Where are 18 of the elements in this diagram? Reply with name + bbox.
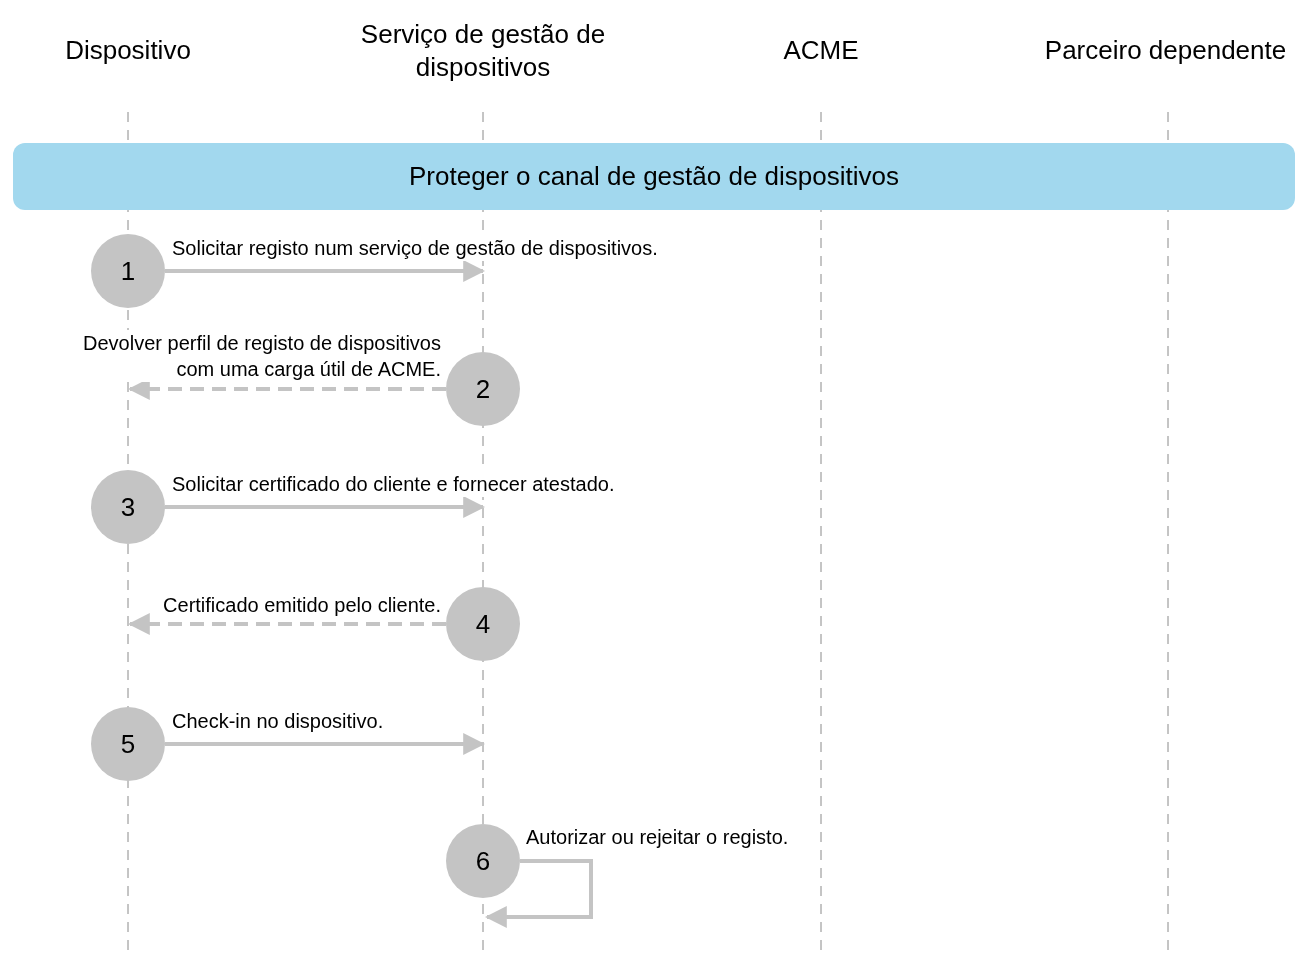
step-circle: 6 bbox=[446, 824, 520, 898]
lane-title: Dispositivo bbox=[65, 33, 191, 67]
step-circle: 4 bbox=[446, 587, 520, 661]
arrow bbox=[127, 613, 446, 635]
lane-title: Serviço de gestão de dispositivos bbox=[359, 18, 607, 84]
edge-label: Solicitar certificado do cliente e fornecer atestado. bbox=[172, 471, 615, 497]
edge-label: Solicitar registo num serviço de gestão de dispositivos. bbox=[172, 235, 658, 261]
step-circle: 5 bbox=[91, 707, 165, 781]
lane-title: ACME bbox=[783, 33, 859, 67]
step-circle: 1 bbox=[91, 234, 165, 308]
step-circle: 2 bbox=[446, 352, 520, 426]
phase-band: Proteger o canal de gestão de dispositivos bbox=[13, 143, 1295, 210]
arrow bbox=[165, 496, 486, 518]
arrow bbox=[165, 733, 486, 755]
arrow bbox=[484, 859, 593, 928]
lane-title: Parceiro dependente bbox=[1044, 33, 1287, 67]
arrow bbox=[165, 260, 486, 282]
step-circle: 3 bbox=[91, 470, 165, 544]
